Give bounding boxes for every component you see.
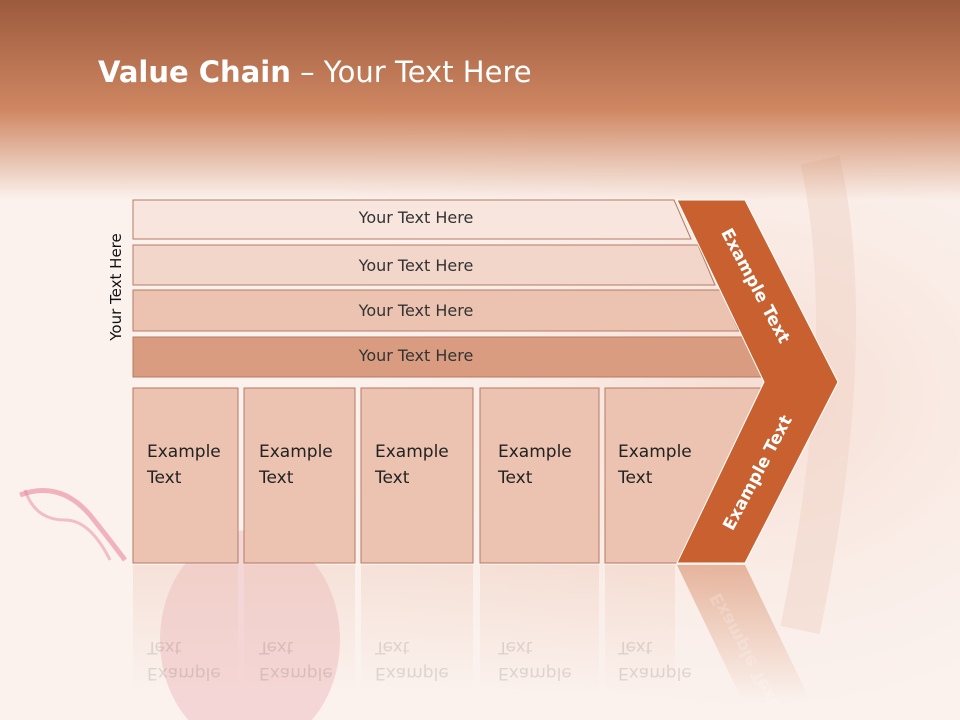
- cell-3-shape: [360, 387, 474, 564]
- cell-4-line1: Example: [498, 442, 572, 462]
- bar-2-label: Your Text Here: [358, 256, 474, 275]
- bar-2-shape: [132, 244, 716, 286]
- chevron-arrow-shape: [676, 199, 839, 564]
- cell-4-shape: [479, 387, 600, 564]
- cell-2-reflection: Example Text: [259, 634, 333, 686]
- slide-title-bold: Value Chain: [98, 55, 291, 89]
- cell-2-reflection-line1: Example: [259, 663, 333, 683]
- bar-1-shape: [132, 199, 692, 240]
- cell-4-reflection-line2: Text: [498, 637, 533, 657]
- cell-5-reflection: Example Text: [618, 634, 692, 686]
- cell-4-reflection-line1: Example: [498, 663, 572, 683]
- cell-3-line1: Example: [375, 442, 449, 462]
- cell-5-line2: Text: [618, 468, 653, 488]
- bar-3-shape: [132, 289, 740, 332]
- cell-3-line2: Text: [375, 468, 410, 488]
- cell-3-reflection-line2: Text: [375, 637, 410, 657]
- cell-1-line1: Example: [147, 442, 221, 462]
- bar-3-label: Your Text Here: [358, 301, 474, 320]
- cell-1-line2: Text: [147, 468, 182, 488]
- bar-1-label: Your Text Here: [358, 208, 474, 227]
- cell-2-line2: Text: [259, 468, 294, 488]
- slide-title: Value Chain – Your Text Here: [98, 55, 532, 89]
- cell-3-reflection-line1: Example: [375, 663, 449, 683]
- cell-5-reflection-line1: Example: [618, 663, 692, 683]
- cell-5-reflection-line2: Text: [618, 637, 653, 657]
- cell-1-shape: [132, 387, 239, 564]
- cell-1-reflection: Example Text: [147, 634, 221, 686]
- cell-2-reflection-line2: Text: [259, 637, 294, 657]
- cell-3-reflection: Example Text: [375, 634, 449, 686]
- cell-2-shape: [243, 387, 356, 564]
- cell-1-reflection-line1: Example: [147, 663, 221, 683]
- cell-4-line2: Text: [498, 468, 533, 488]
- cell-1-reflection-line2: Text: [147, 637, 182, 657]
- side-label: Your Text Here: [107, 233, 125, 341]
- slide-title-rest: – Your Text Here: [290, 55, 532, 89]
- bar-4-label: Your Text Here: [358, 346, 474, 365]
- cell-5-line1: Example: [618, 442, 692, 462]
- cell-4-reflection: Example Text: [498, 634, 572, 686]
- cell-2-line1: Example: [259, 442, 333, 462]
